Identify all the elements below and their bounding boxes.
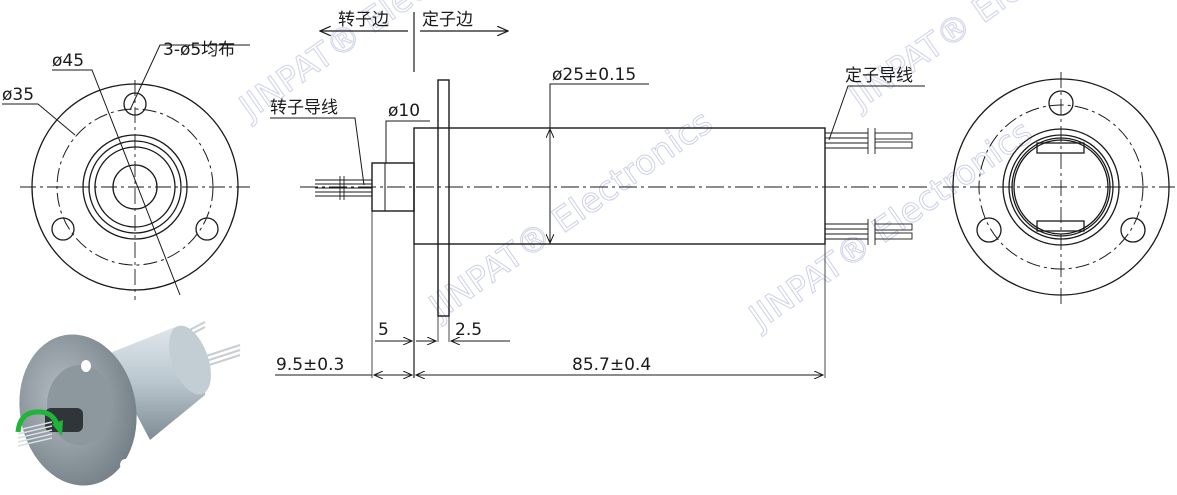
- front-view-rotor-side: [2, 44, 250, 300]
- rotor-side-label: 转子边: [338, 10, 389, 30]
- shaft-diameter-label: ø10: [388, 101, 420, 121]
- watermark: JINPAT® Electronics JINPAT® Electronics …: [230, 0, 1140, 339]
- rear-view-stator-side: [943, 72, 1175, 305]
- svg-text:JINPAT® Electronics: JINPAT® Electronics: [421, 102, 720, 328]
- stator-side-label: 定子边: [422, 10, 473, 30]
- rotor-length-label: 9.5±0.3: [276, 355, 344, 375]
- mount-holes-label: 3-ø5均布: [163, 40, 235, 60]
- body-diameter-label: ø25±0.15: [552, 65, 636, 85]
- stator-wires-label: 定子导线: [845, 66, 913, 86]
- flange-thickness-label: 2.5: [455, 320, 482, 340]
- svg-text:JINPAT® Electronics: JINPAT® Electronics: [841, 0, 1140, 119]
- outer-diameter-label: ø45: [52, 51, 84, 71]
- rotor-wires-label: 转子导线: [270, 98, 338, 118]
- 3d-render: [15, 321, 241, 486]
- pitch-circle-label: ø35: [2, 85, 34, 105]
- side-view: [270, 79, 930, 378]
- body-length-label: 85.7±0.4: [572, 355, 651, 375]
- svg-text:JINPAT® Electronics: JINPAT® Electronics: [741, 112, 1040, 338]
- side-divider: [320, 12, 508, 72]
- shaft-step-label: 5: [378, 320, 389, 340]
